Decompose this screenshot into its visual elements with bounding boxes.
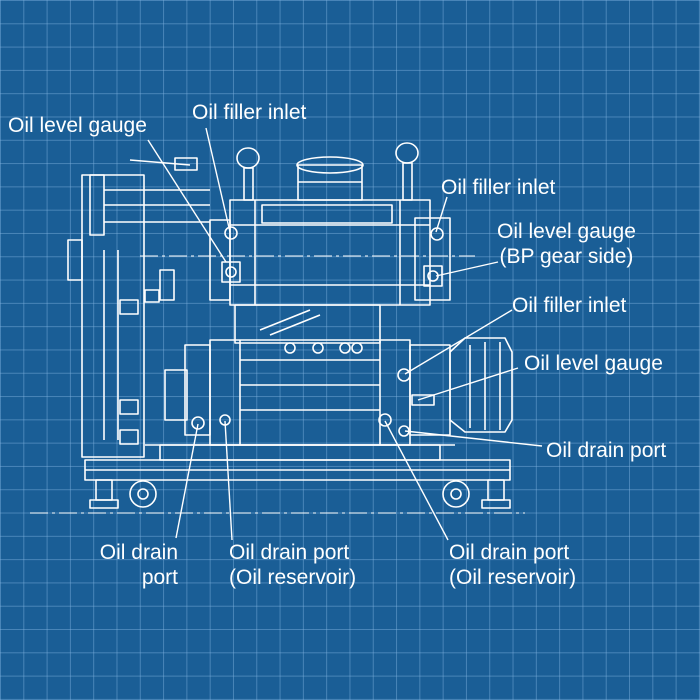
label-oil-drain-port-bottom-left: Oil drain port xyxy=(99,541,178,589)
label-oil-filler-inlet-top: Oil filler inlet xyxy=(192,101,307,124)
motor xyxy=(449,337,513,433)
base-skid xyxy=(84,444,511,509)
label-oil-drain-port-right: Oil drain port xyxy=(546,439,667,462)
label-oil-level-gauge-left: Oil level gauge xyxy=(8,114,147,137)
connecting-plate xyxy=(234,304,381,344)
lower-pump xyxy=(164,339,451,446)
left-frame xyxy=(67,157,210,458)
upper-pump xyxy=(209,142,451,306)
label-oil-drain-port-reservoir-1: Oil drain port (Oil reservoir) xyxy=(229,541,357,589)
label-oil-drain-port-reservoir-2: Oil drain port (Oil reservoir) xyxy=(449,541,577,589)
leader-lines xyxy=(147,127,543,541)
label-oil-level-gauge-mid: Oil level gauge xyxy=(524,352,663,375)
label-oil-filler-inlet-right: Oil filler inlet xyxy=(441,176,556,199)
label-oil-level-gauge-bp-gear-side: Oil level gauge (BP gear side) xyxy=(497,220,636,268)
label-oil-filler-inlet-mid: Oil filler inlet xyxy=(512,294,627,317)
centerlines xyxy=(30,255,525,514)
